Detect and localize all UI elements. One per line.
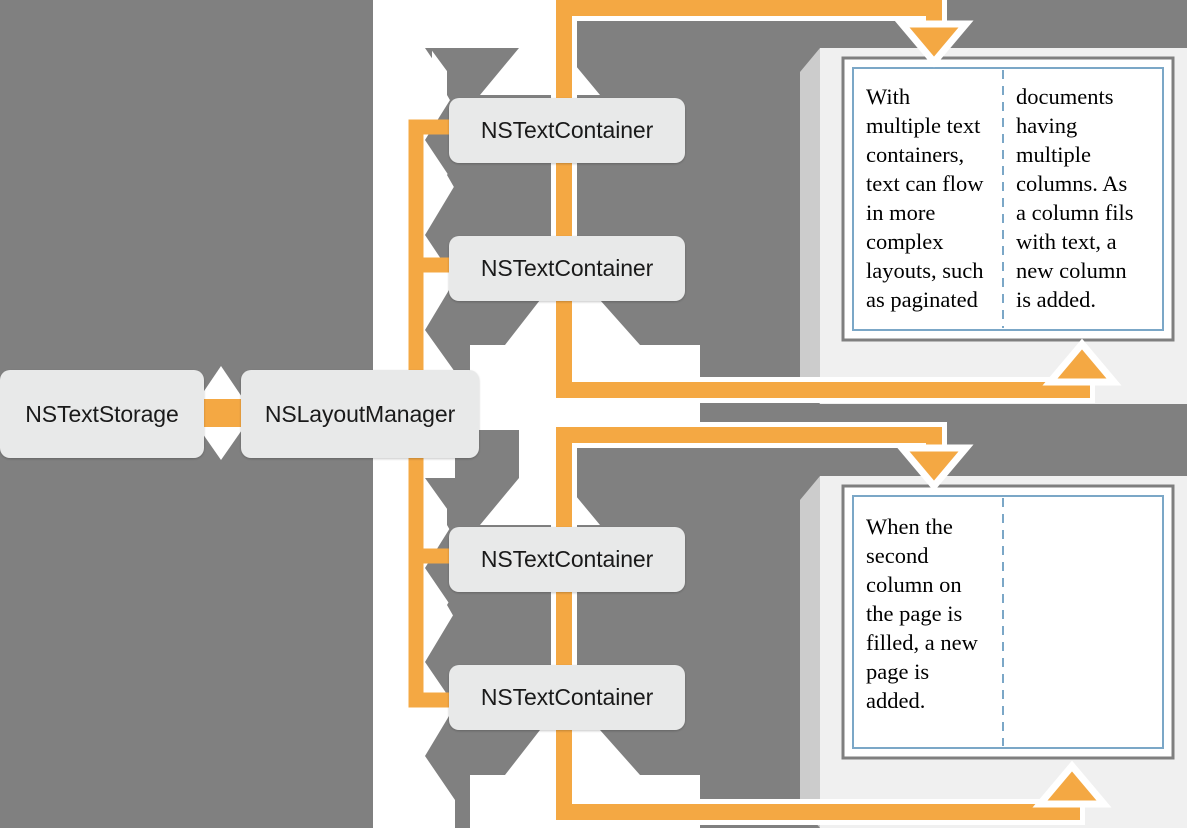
page-line: With [866, 84, 911, 109]
page-line: containers, [866, 142, 965, 167]
white-notch-top-1 [519, 0, 561, 48]
page-line: multiple text [866, 113, 981, 138]
node-nstextcontainer-3[interactable]: NSTextContainer [449, 527, 685, 592]
page-one-sheet [841, 56, 1175, 342]
page-line: is added. [1016, 287, 1096, 312]
page-line: complex [866, 229, 944, 254]
page-line: a column fils [1016, 200, 1134, 225]
node-nstextcontainer-1[interactable]: NSTextContainer [449, 98, 685, 163]
page-one-text-block: With multiple text containers, text can … [866, 82, 1156, 322]
page-line: When the [866, 514, 953, 539]
white-notch-top-2b [519, 430, 561, 478]
page-line: filled, a new [866, 630, 978, 655]
page-line: added. [866, 688, 926, 713]
page-line: page is [866, 659, 930, 684]
node-nslayoutmanager-label: NSLayoutManager [264, 400, 456, 427]
double-arrow-orange-bar [198, 399, 244, 427]
arrowhead-up-page1-bottom [1042, 338, 1122, 386]
connector-storage-manager-bidirectional [198, 366, 244, 460]
page-one-column-1: With multiple text containers, text can … [866, 82, 996, 314]
node-nstextcontainer-4[interactable]: NSTextContainer [449, 665, 685, 730]
node-nstextcontainer-4-label: NSTextContainer [480, 684, 654, 710]
node-nstextcontainer-2[interactable]: NSTextContainer [449, 236, 685, 301]
page-two-text-frame [852, 495, 1164, 749]
arrowhead-up-page2-bottom [1032, 760, 1112, 808]
page-line: new column [1016, 258, 1127, 283]
arrowhead-down-page1 [894, 20, 974, 68]
page-line: multiple [1016, 142, 1091, 167]
page-line: column on [866, 572, 962, 597]
node-nstextstorage-label: NSTextStorage [25, 400, 179, 427]
node-nstextcontainer-1-label: NSTextContainer [480, 117, 654, 143]
page-line: second [866, 543, 929, 568]
page-one-text-frame [852, 67, 1164, 331]
page-line: text can flow [866, 171, 984, 196]
page-line: having [1016, 113, 1078, 138]
page-line: columns. As [1016, 171, 1128, 196]
page-line: layouts, such [866, 258, 984, 283]
page-two-sheet [841, 484, 1175, 760]
node-nstextstorage[interactable]: NSTextStorage [0, 370, 204, 458]
arrowhead-down-page2 [894, 444, 974, 492]
white-wedge-manager-top [373, 290, 425, 375]
white-wedge-upper [415, 0, 455, 372]
connector-container2-bottom-to-page1 [551, 300, 1122, 403]
connector-container4-bottom-to-page2 [551, 730, 1112, 825]
page-line: as paginated [866, 287, 978, 312]
page-two-column-1: When the second column on the page is fi… [866, 512, 996, 715]
node-nslayoutmanager[interactable]: NSLayoutManager [241, 370, 479, 458]
page-two-text-block: When the second column on the page is fi… [866, 512, 1156, 732]
page-line: in more [866, 200, 936, 225]
page-line: the page is [866, 601, 963, 626]
page-line: with text, a [1016, 229, 1117, 254]
node-nstextcontainer-2-label: NSTextContainer [480, 255, 654, 281]
page-one-column-2: documents having multiple columns. As a … [1016, 82, 1146, 314]
page-line: documents [1016, 84, 1114, 109]
node-nstextcontainer-3-label: NSTextContainer [480, 546, 654, 572]
